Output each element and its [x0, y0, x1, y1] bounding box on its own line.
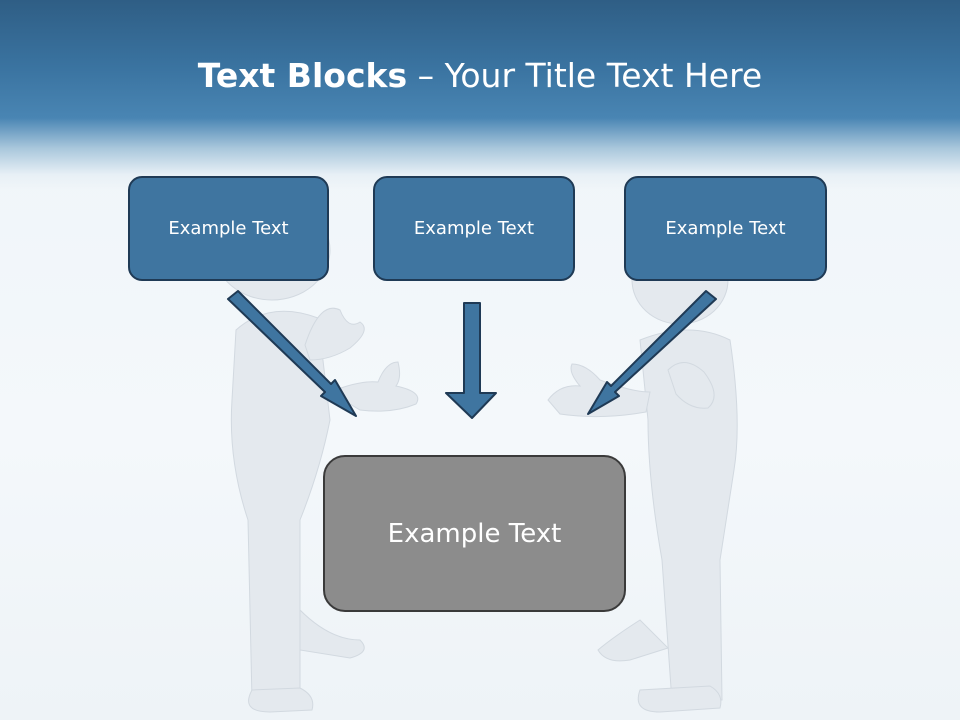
- title-bold-part: Text Blocks: [197, 56, 408, 95]
- text-block-bottom[interactable]: Example Text: [323, 455, 626, 612]
- text-block-right[interactable]: Example Text: [624, 176, 827, 281]
- arrow-right-icon: [587, 290, 717, 415]
- arrow-center-icon: [445, 302, 497, 419]
- title-dash: –: [407, 56, 445, 95]
- arrow-left-icon: [227, 290, 357, 417]
- title-rest: Your Title Text Here: [444, 56, 763, 95]
- text-block-center[interactable]: Example Text: [373, 176, 575, 281]
- slide-title: Text Blocks – Your Title Text Here: [0, 56, 960, 95]
- title-band: [0, 0, 960, 190]
- text-block-left[interactable]: Example Text: [128, 176, 329, 281]
